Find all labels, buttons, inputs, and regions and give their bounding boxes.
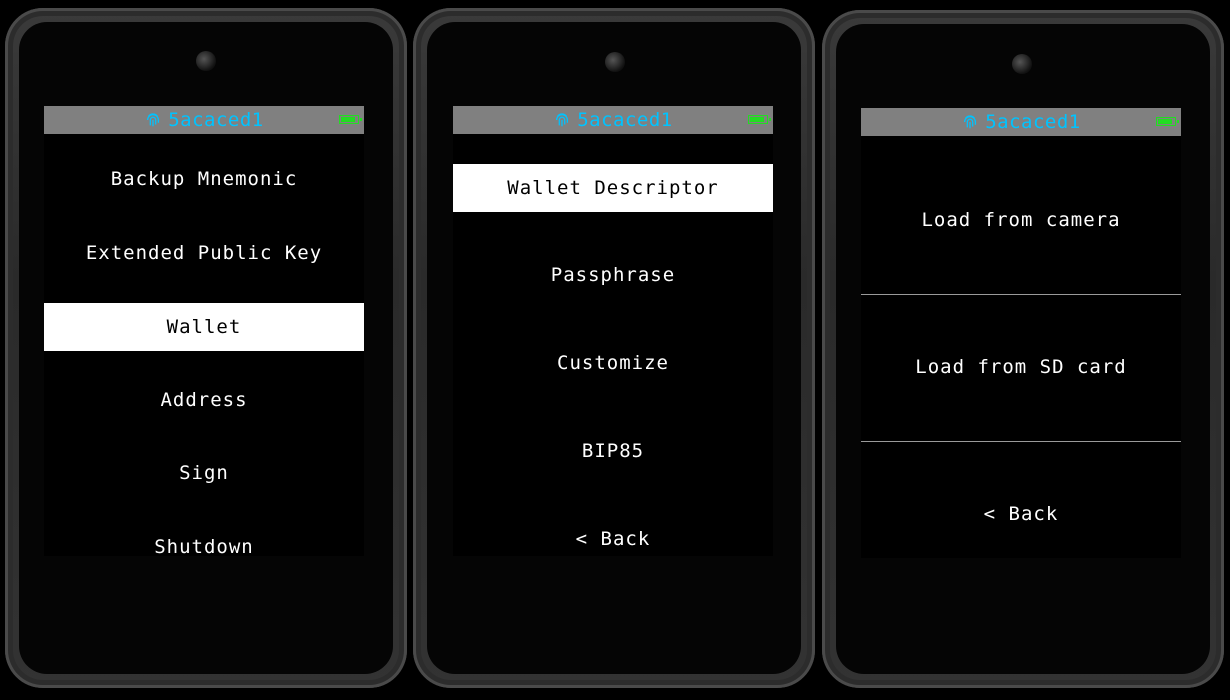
battery-icon <box>748 115 771 124</box>
fingerprint-icon <box>556 113 569 127</box>
menu-item-wallet-descriptor[interactable]: Wallet Descriptor <box>453 164 773 212</box>
back-button[interactable]: < Back <box>983 503 1059 525</box>
fingerprint-icon <box>964 115 977 129</box>
menu-item-bip85[interactable]: BIP85 <box>581 440 645 462</box>
menu-item-customize[interactable]: Customize <box>557 352 669 374</box>
status-bar: 5acaced1 <box>44 106 364 134</box>
camera-lens-icon <box>605 52 625 72</box>
device-frame-2: 5acaced1 Wallet Descriptor Passphrase Cu… <box>413 8 815 688</box>
camera-lens-icon <box>196 51 216 71</box>
camera-lens-icon <box>1012 54 1032 74</box>
status-bar: 5acaced1 <box>453 106 773 134</box>
divider <box>861 441 1181 442</box>
wallet-fingerprint: 5acaced1 <box>577 109 673 131</box>
device-frame-3: 5acaced1 Load from camera Load from SD c… <box>822 10 1224 688</box>
device-frame-1: 5acaced1 Backup Mnemonic Extended Public… <box>5 8 407 688</box>
menu-item-extended-public-key[interactable]: Extended Public Key <box>85 242 323 264</box>
back-button[interactable]: < Back <box>575 528 651 550</box>
menu-item-shutdown[interactable]: Shutdown <box>154 536 254 558</box>
battery-icon <box>339 115 362 124</box>
menu-item-backup-mnemonic[interactable]: Backup Mnemonic <box>110 168 298 190</box>
menu-item-wallet[interactable]: Wallet <box>44 303 364 351</box>
load-from-sd-card-button[interactable]: Load from SD card <box>915 356 1127 378</box>
wallet-fingerprint: 5acaced1 <box>168 109 264 131</box>
load-from-camera-button[interactable]: Load from camera <box>921 209 1121 231</box>
fingerprint-icon <box>147 113 160 127</box>
menu-item-address[interactable]: Address <box>160 389 248 411</box>
wallet-fingerprint: 5acaced1 <box>985 111 1081 133</box>
menu-item-sign[interactable]: Sign <box>179 462 229 484</box>
status-bar: 5acaced1 <box>861 108 1181 136</box>
menu-item-passphrase[interactable]: Passphrase <box>550 264 676 286</box>
screen-load-descriptor: 5acaced1 Load from camera Load from SD c… <box>861 108 1181 558</box>
screen-wallet-menu: 5acaced1 Wallet Descriptor Passphrase Cu… <box>453 106 773 556</box>
screen-main-menu: 5acaced1 Backup Mnemonic Extended Public… <box>44 106 364 558</box>
divider <box>861 294 1181 295</box>
battery-icon <box>1156 117 1179 126</box>
